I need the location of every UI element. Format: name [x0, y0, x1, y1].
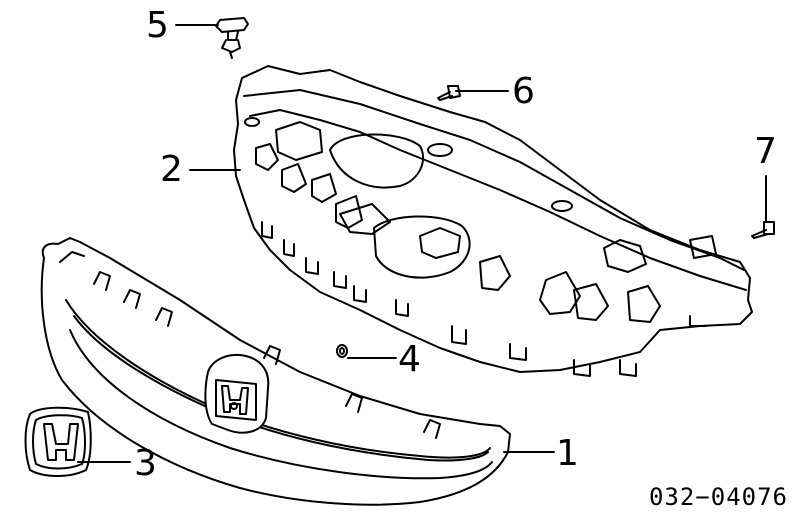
screw-part-6 [437, 85, 461, 101]
grille-base-part-2 [233, 65, 753, 377]
diagram-code: 032−04076 [648, 483, 788, 511]
callout-7: 7 [754, 131, 777, 172]
callout-6: 6 [512, 71, 535, 112]
callout-1: 1 [556, 433, 579, 474]
callout-5: 5 [146, 5, 169, 46]
leader-lines [77, 24, 767, 463]
front-grille-part-1 [40, 237, 511, 506]
emblem-part-3 [24, 406, 92, 477]
callout-4: 4 [398, 339, 421, 380]
push-clip-part-5 [215, 17, 249, 59]
callout-2: 2 [160, 149, 183, 190]
callout-3: 3 [134, 443, 157, 484]
screw-part-7 [751, 221, 775, 239]
clip-part-4 [336, 344, 348, 358]
